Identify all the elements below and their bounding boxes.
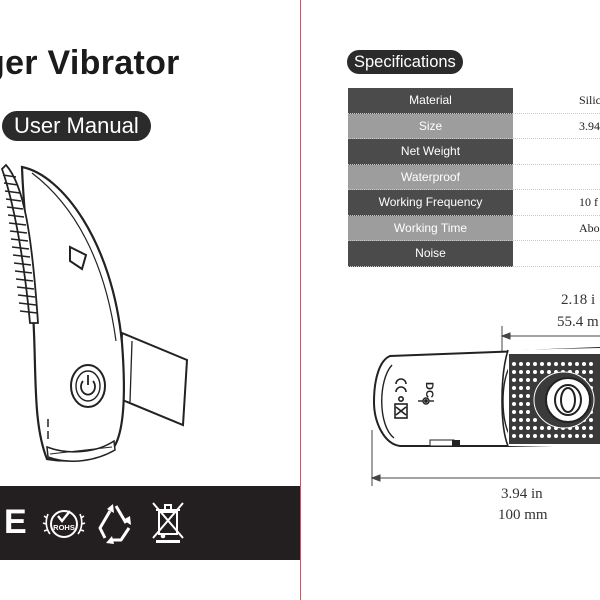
length-dimension-line <box>370 430 600 486</box>
specifications-heading: Specifications <box>347 50 463 74</box>
spec-value: Abo <box>513 216 600 241</box>
spec-row: Noise <box>348 241 600 267</box>
spec-value <box>513 165 600 190</box>
spec-label: Working Time <box>348 215 513 241</box>
spec-label: Working Frequency <box>348 190 513 216</box>
spec-row: Waterproof <box>348 164 600 190</box>
spec-value <box>513 241 600 267</box>
width-inches-label: 2.18 i <box>561 292 596 308</box>
regulatory-marks-icon <box>394 378 408 419</box>
dimension-drawing: DC <box>370 326 600 486</box>
recycle-icon <box>98 504 131 544</box>
spec-label: Material <box>348 88 513 114</box>
spec-value: 3.94 <box>513 114 600 139</box>
spec-row: Net Weight <box>348 139 600 165</box>
spec-row: Working Frequency 10 f <box>348 190 600 216</box>
svg-text:ROHS: ROHS <box>53 523 75 532</box>
power-icon <box>70 364 106 408</box>
rohs-icon: ROHS <box>42 510 86 538</box>
page-divider <box>300 0 301 600</box>
spec-row: Material Silic <box>348 88 600 114</box>
spec-table: Material Silic Size 3.94 Net Weight Wate… <box>348 88 600 267</box>
weee-bin-icon <box>152 502 184 543</box>
charging-port-icon <box>69 245 88 271</box>
spec-label: Net Weight <box>348 139 513 165</box>
spec-value <box>513 139 600 165</box>
certification-band: E ROHS <box>0 486 300 560</box>
strap-icon <box>118 331 189 427</box>
right-page: Specifications Material Silic Size 3.94 … <box>302 0 600 600</box>
ce-mark-icon: E <box>4 503 27 541</box>
spec-value: 10 f <box>513 190 600 216</box>
spec-label: Size <box>348 113 513 139</box>
width-mm-label: 55.4 m <box>557 314 599 330</box>
user-manual-label: User Manual <box>2 111 151 141</box>
spec-row: Size 3.94 <box>348 113 600 139</box>
spec-value: Silic <box>513 88 600 114</box>
spec-label: Waterproof <box>348 164 513 190</box>
bristle-grid-icon <box>509 354 600 444</box>
length-inches-label: 3.94 in <box>501 486 543 502</box>
left-page: ger Vibrator User Manual <box>0 44 300 560</box>
product-title: ger Vibrator <box>0 44 180 82</box>
length-mm-label: 100 mm <box>498 507 548 523</box>
spec-row: Working Time Abo <box>348 215 600 241</box>
device-illustration <box>0 163 189 462</box>
dc-label: DC <box>423 382 435 398</box>
spec-label: Noise <box>348 241 513 267</box>
